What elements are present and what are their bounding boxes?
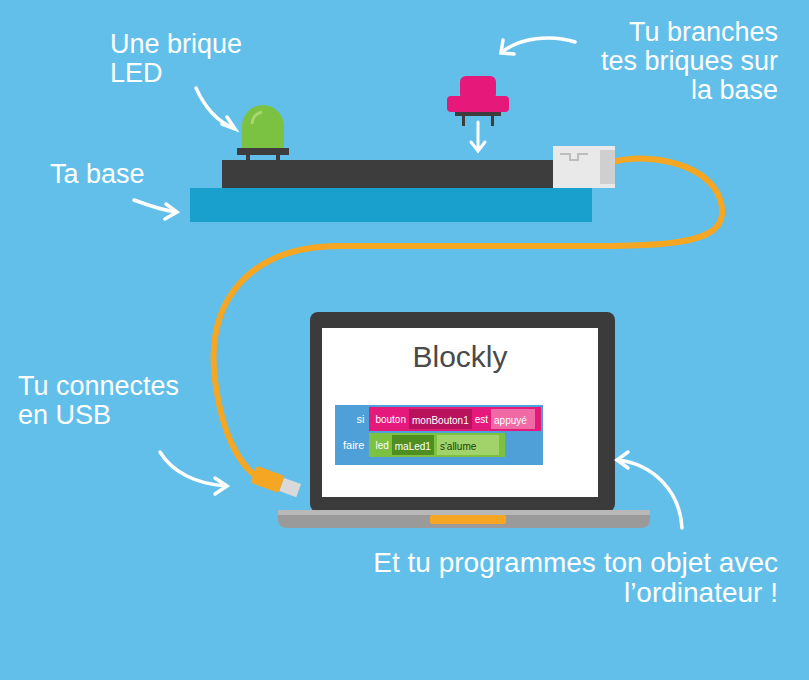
base-board bbox=[222, 160, 555, 188]
callout-arrow bbox=[618, 460, 682, 528]
if-block: si faire bouton est monBouton1 appuyé led maLed… bbox=[335, 405, 543, 465]
button-cap bbox=[460, 76, 496, 100]
node-text: led bbox=[375, 440, 388, 451]
field-box: appuyé bbox=[491, 409, 535, 429]
field-box: s'allume bbox=[437, 435, 499, 455]
callout-arrow bbox=[196, 88, 234, 128]
led-dome bbox=[242, 105, 284, 148]
arrow-head bbox=[222, 117, 235, 129]
blockly-screen: Blockly si faire bouton est monBouton1 appuyé l… bbox=[322, 328, 598, 497]
usb-plug-tip bbox=[279, 478, 301, 497]
node-text: monBouton1 bbox=[412, 415, 469, 426]
field-box: maLed1 bbox=[392, 435, 434, 455]
plug-in-arrow bbox=[471, 122, 485, 151]
callout-label: Tu branches tes briques sur la base bbox=[598, 18, 778, 105]
laptop-screen-bg bbox=[322, 328, 598, 497]
button-foot bbox=[455, 112, 501, 116]
callout-arrow bbox=[160, 452, 226, 486]
led-block: led maLed1 s'allume bbox=[369, 433, 505, 457]
node-text: bouton bbox=[375, 414, 406, 425]
base-plate bbox=[190, 188, 592, 222]
arrow-head bbox=[617, 452, 628, 468]
node-text: est bbox=[475, 414, 488, 425]
field-box: monBouton1 bbox=[409, 409, 472, 429]
led-foot bbox=[237, 148, 289, 155]
usb-socket bbox=[553, 146, 615, 188]
callout-arrows bbox=[134, 38, 682, 528]
led-pin bbox=[276, 155, 280, 160]
led-pin bbox=[246, 155, 250, 160]
arrow-head bbox=[215, 478, 227, 494]
node-text: si bbox=[343, 413, 364, 425]
laptop-lid bbox=[310, 312, 615, 512]
node-text: Blockly bbox=[322, 340, 598, 374]
laptop-base bbox=[278, 510, 650, 528]
node-text: s'allume bbox=[440, 441, 476, 452]
callout-label: Une brique LED bbox=[110, 30, 260, 88]
callout-label: Tu connectes en USB bbox=[18, 372, 198, 430]
usb-plug bbox=[250, 466, 301, 499]
button-pin bbox=[491, 116, 494, 126]
callout-label: Et tu programmes ton objet avec l’ordina… bbox=[370, 548, 778, 608]
usb-socket-end bbox=[600, 150, 615, 184]
laptop-notch bbox=[430, 515, 506, 524]
button-block: bouton est monBouton1 appuyé bbox=[369, 407, 541, 431]
node-text: appuyé bbox=[494, 415, 527, 426]
callout-arrow bbox=[502, 38, 575, 52]
usb-plug-body bbox=[250, 466, 284, 493]
arrow-head bbox=[501, 40, 514, 54]
arrow-head bbox=[165, 204, 177, 219]
button-pin bbox=[462, 116, 465, 126]
callout-label: Ta base bbox=[50, 160, 180, 189]
node-text: maLed1 bbox=[395, 441, 431, 452]
socket-detail bbox=[560, 154, 588, 160]
node-text: faire bbox=[343, 439, 364, 451]
laptop-hinge bbox=[278, 510, 650, 515]
led-shine bbox=[252, 112, 262, 124]
